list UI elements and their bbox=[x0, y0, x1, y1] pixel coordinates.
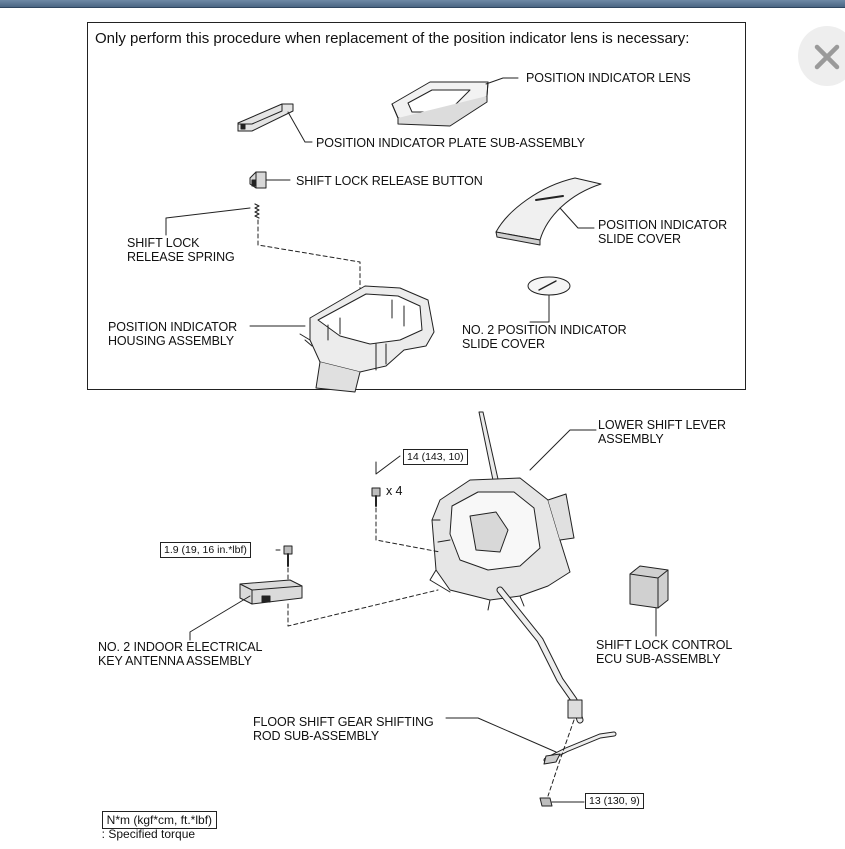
label-no2-position-indicator-slide-cover: NO. 2 POSITION INDICATOR SLIDE COVER bbox=[462, 323, 627, 351]
label-shift-lock-release-button: SHIFT LOCK RELEASE BUTTON bbox=[296, 174, 483, 188]
close-button[interactable] bbox=[798, 26, 845, 86]
leader-bolt-torque bbox=[375, 455, 401, 475]
label-position-indicator-plate: POSITION INDICATOR PLATE SUB-ASSEMBLY bbox=[316, 136, 586, 150]
label-floor-shift-rod: FLOOR SHIFT GEAR SHIFTING ROD SUB-ASSEMB… bbox=[253, 715, 434, 743]
label-position-indicator-lens: POSITION INDICATOR LENS bbox=[526, 71, 691, 85]
leader-antenna bbox=[189, 595, 251, 641]
label-bolt-count: x 4 bbox=[386, 484, 403, 498]
leader-no2-cover bbox=[529, 294, 550, 323]
key-antenna-part bbox=[239, 579, 303, 605]
torque-box-lever-bolts: 14 (143, 10) bbox=[403, 449, 468, 465]
shift-lock-release-spring-part bbox=[254, 203, 260, 219]
position-indicator-housing-part bbox=[299, 285, 435, 393]
position-indicator-slide-cover-part bbox=[495, 177, 602, 246]
window-top-bar bbox=[0, 0, 845, 8]
leader-spring bbox=[165, 207, 251, 236]
leader-plate bbox=[287, 111, 313, 143]
position-indicator-lens-part bbox=[391, 81, 489, 127]
close-icon bbox=[814, 44, 840, 70]
label-shift-lock-release-spring: SHIFT LOCK RELEASE SPRING bbox=[127, 236, 235, 264]
lower-shift-lever-part bbox=[429, 411, 584, 724]
dashed-guide-antenna bbox=[287, 589, 439, 627]
no2-slide-cover-part bbox=[527, 276, 571, 296]
legend-description: : Specified torque bbox=[101, 827, 196, 841]
leader-lower-lever bbox=[529, 429, 597, 471]
antenna-bolt-part bbox=[283, 545, 293, 567]
torque-box-antenna-bolt: 1.9 (19, 16 in.*lbf) bbox=[160, 542, 251, 558]
shift-lock-ecu-part bbox=[629, 565, 669, 609]
label-position-indicator-housing: POSITION INDICATOR HOUSING ASSEMBLY bbox=[108, 320, 237, 348]
label-no2-indoor-key-antenna: NO. 2 INDOOR ELECTRICAL KEY ANTENNA ASSE… bbox=[98, 640, 263, 668]
leader-lens bbox=[485, 77, 519, 85]
floor-shift-rod-part bbox=[543, 731, 617, 765]
upper-illustration-frame bbox=[87, 22, 746, 390]
label-position-indicator-slide-cover: POSITION INDICATOR SLIDE COVER bbox=[598, 218, 727, 246]
torque-legend: N*m (kgf*cm, ft.*lbf) : Specified torque bbox=[95, 799, 218, 841]
leader-rod bbox=[445, 717, 557, 753]
torque-box-rod-nut: 13 (130, 9) bbox=[585, 793, 644, 809]
shift-lock-release-button-part bbox=[249, 171, 267, 189]
dashed-guide-bolts bbox=[375, 507, 441, 553]
lever-bolts-part bbox=[371, 487, 381, 507]
dashed-guide-rod bbox=[547, 719, 575, 797]
leader-slide-cover bbox=[559, 207, 595, 229]
position-indicator-plate-part bbox=[237, 103, 294, 132]
rod-nut-part bbox=[539, 797, 553, 807]
dashed-guide-spring bbox=[257, 219, 361, 291]
label-lower-shift-lever: LOWER SHIFT LEVER ASSEMBLY bbox=[598, 418, 726, 446]
procedure-note: Only perform this procedure when replace… bbox=[95, 30, 690, 47]
label-shift-lock-control-ecu: SHIFT LOCK CONTROL ECU SUB-ASSEMBLY bbox=[596, 638, 733, 666]
legend-units: N*m (kgf*cm, ft.*lbf) bbox=[101, 811, 218, 829]
